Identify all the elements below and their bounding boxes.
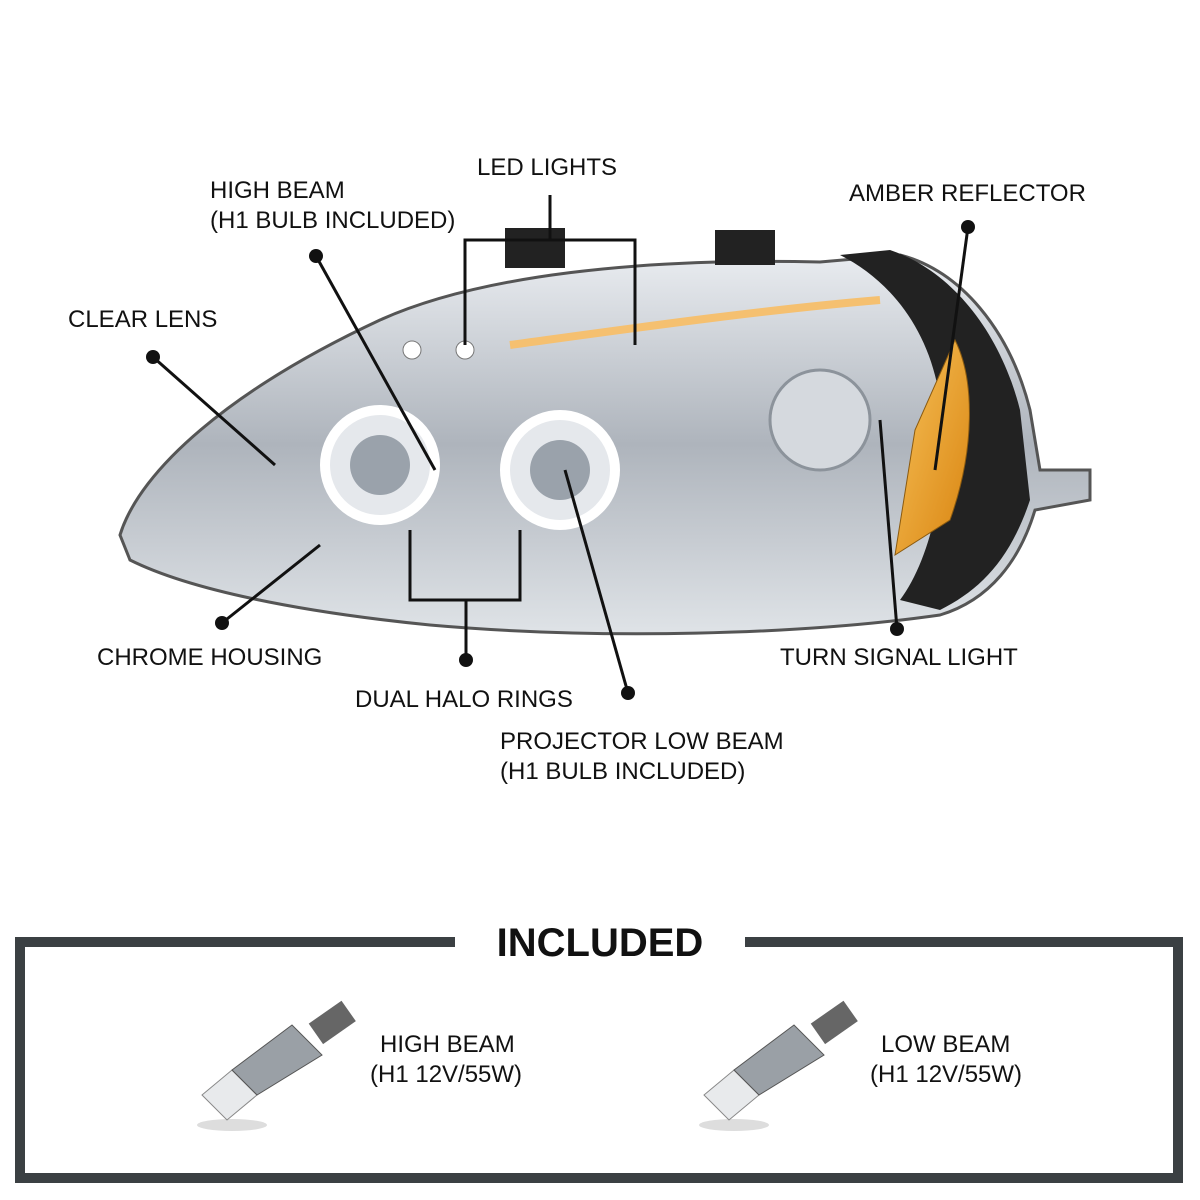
label-projector-low-beam-sub: (H1 BULB INCLUDED) xyxy=(500,758,746,785)
label-high-beam-sub: (H1 BULB INCLUDED) xyxy=(210,207,456,234)
included-title: INCLUDED xyxy=(455,918,745,968)
label-dual-halo-rings: DUAL HALO RINGS xyxy=(355,686,573,713)
headlight-image xyxy=(118,228,1092,636)
label-turn-signal-light: TURN SIGNAL LIGHT xyxy=(780,644,1018,671)
callout-lines xyxy=(152,195,970,694)
turn-signal-lens xyxy=(768,368,872,472)
included-low-beam-spec: (H1 12V/55W) xyxy=(870,1061,1023,1088)
headlight-diagram xyxy=(118,195,1092,700)
label-clear-lens: CLEAR LENS xyxy=(68,306,218,333)
included-high-beam-name: HIGH BEAM xyxy=(380,1031,515,1058)
callout-dots xyxy=(146,220,975,700)
included-low-beam-name: LOW BEAM xyxy=(881,1031,1011,1058)
amber-reflector xyxy=(894,338,970,557)
label-chrome-housing: CHROME HOUSING xyxy=(97,644,323,671)
label-projector-low-beam: PROJECTOR LOW BEAM xyxy=(500,728,784,755)
h1-bulb-icon xyxy=(699,1000,858,1131)
rear-housing xyxy=(840,250,1030,610)
label-high-beam: HIGH BEAM xyxy=(210,177,345,204)
led-strip xyxy=(509,296,881,349)
label-led-lights: LED LIGHTS xyxy=(477,154,618,181)
included-high-beam-spec: (H1 12V/55W) xyxy=(370,1061,523,1088)
h1-bulb-icon xyxy=(197,1000,356,1131)
label-amber-reflector: AMBER REFLECTOR xyxy=(849,180,1086,207)
